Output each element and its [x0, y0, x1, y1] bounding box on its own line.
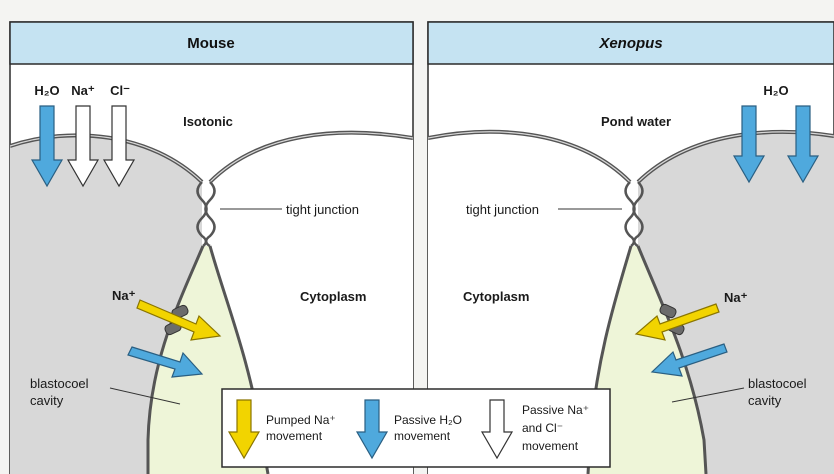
xenopus-panel-title: Xenopus: [598, 35, 662, 52]
xenopus-water-label: H₂O: [763, 83, 788, 98]
mouse-chloride-label: Cl⁻: [110, 83, 130, 98]
mouse-water-label: H₂O: [34, 83, 59, 98]
xenopus-tight-junction-label: tight junction: [466, 202, 539, 217]
xenopus-cytoplasm-label: Cytoplasm: [463, 289, 529, 304]
mouse-pumped-sodium-label: Na⁺: [112, 288, 136, 303]
legend-pumped-line1: Pumped Na⁺: [266, 413, 336, 427]
mouse-panel-title: Mouse: [187, 35, 235, 52]
xenopus-medium-label: Pond water: [601, 114, 671, 129]
mouse-medium-label: Isotonic: [183, 114, 233, 129]
xenopus-pumped-sodium-label: Na⁺: [724, 290, 748, 305]
mouse-cavity-label-line2: cavity: [30, 393, 64, 408]
legend-passive-ion-line1: Passive Na⁺: [522, 403, 589, 417]
legend-pumped-line2: movement: [266, 429, 323, 443]
legend-passive-ion-line2: and Cl⁻: [522, 421, 563, 435]
legend-passive-water-line1: Passive H₂O: [394, 413, 462, 427]
legend: Pumped Na⁺ movement Passive H₂O movement…: [222, 389, 610, 467]
mouse-cytoplasm-label: Cytoplasm: [300, 289, 366, 304]
mouse-tight-junction-label: tight junction: [286, 202, 359, 217]
mouse-cavity-label-line1: blastocoel: [30, 376, 89, 391]
xenopus-cavity-label-line2: cavity: [748, 393, 782, 408]
mouse-sodium-label: Na⁺: [71, 83, 95, 98]
xenopus-cavity-label-line1: blastocoel: [748, 376, 807, 391]
legend-passive-ion-line3: movement: [522, 439, 579, 453]
legend-passive-water-line2: movement: [394, 429, 451, 443]
